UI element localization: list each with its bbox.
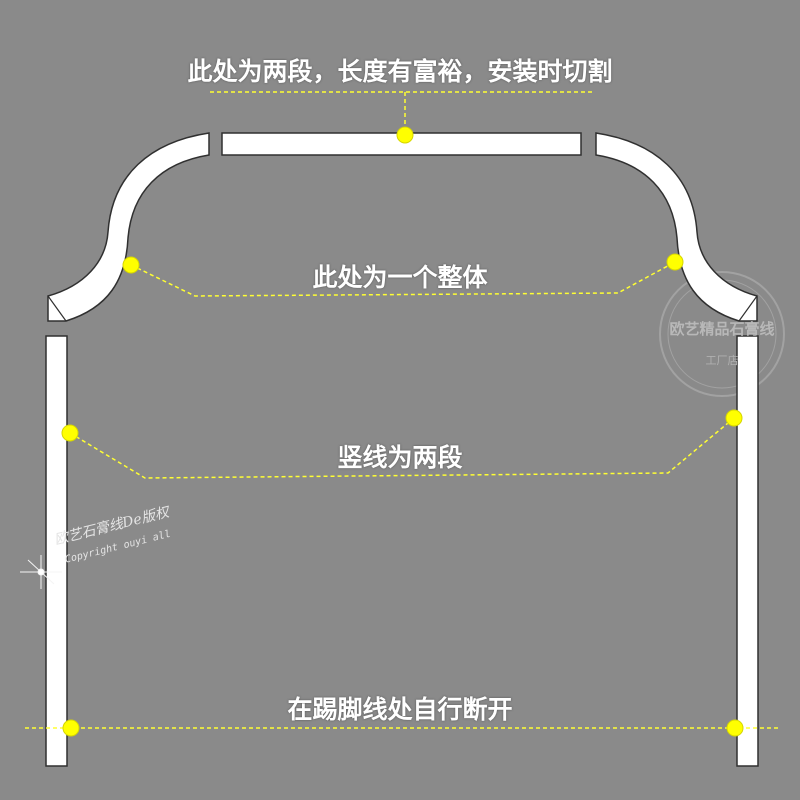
marker-arc-left [122, 256, 140, 274]
leader-vertical [69, 417, 735, 479]
marker-base-right [726, 719, 744, 737]
label-vertical-two-sections: 竖线为两段 [337, 443, 463, 472]
left-arc-miter [47, 295, 67, 322]
right-arc-miter [738, 295, 758, 322]
marker-top [396, 126, 414, 144]
sparkle-icon [20, 555, 62, 589]
label-arc-one-piece: 此处为一个整体 [312, 263, 488, 292]
marker-base-left [62, 719, 80, 737]
left-vertical-moulding [45, 335, 68, 767]
watermark-seal-text: 欧艺精品石膏线 [669, 320, 775, 338]
label-top-two-sections: 此处为两段，长度有富裕，安装时切割 [187, 57, 613, 86]
marker-arc-right [666, 253, 684, 271]
left-arc-moulding [47, 132, 210, 322]
right-arc-moulding [595, 132, 758, 322]
label-baseboard-cut: 在踢脚线处自行断开 [287, 695, 513, 724]
watermark-seal-ring [659, 271, 785, 397]
marker-vertical-right [725, 409, 743, 427]
leader-arc [130, 261, 676, 297]
markers [61, 126, 744, 737]
watermark-seal-subtext: 工厂店 [705, 354, 739, 367]
marker-vertical-left [61, 424, 79, 442]
right-vertical-moulding [736, 335, 759, 767]
